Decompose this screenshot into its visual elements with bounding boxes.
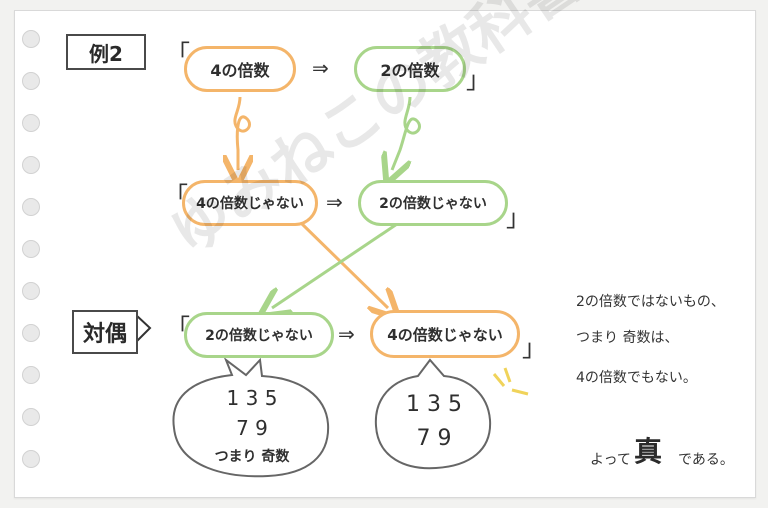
row3-left-pill: 2の倍数じゃない [184,312,334,358]
bubble-right-line1: 1 3 5 [406,392,462,417]
swap-arrow-green [272,220,401,308]
binder-hole [22,30,40,48]
swap-arrow-orange [298,220,388,308]
speech-bubble-right [374,358,492,470]
row3-right-text: 4の倍数じゃない [387,325,503,344]
binder-hole [22,366,40,384]
binder-hole [22,240,40,258]
bubble-right-line2: 7 9 [416,426,452,451]
close-bracket: 」 [522,334,546,362]
contrapositive-pointer [135,314,152,343]
conclusion-post: である。 [678,452,734,468]
row2-left-pill: 4の倍数じゃない [182,180,318,226]
binder-hole [22,282,40,300]
binder-hole [22,72,40,90]
speech-bubble-left [172,357,330,478]
row1-implies-arrow: ⇒ [312,56,329,80]
binder-hole [22,324,40,342]
row1-right-text: 2の倍数 [380,61,440,80]
bubble-left-line1: 1 3 5 [226,386,278,410]
close-bracket: 」 [466,66,490,94]
contrapositive-label: 対偶 [72,310,138,354]
row3-left-text: 2の倍数じゃない [205,328,313,344]
binder-hole [22,450,40,468]
binder-hole [22,114,40,132]
note-line3: 4の倍数でもない。 [576,370,697,386]
sparkle-lines [492,367,529,396]
row3-implies-arrow: ⇒ [338,322,355,346]
close-bracket: 」 [506,204,530,232]
binder-hole [22,198,40,216]
row3-right-pill: 4の倍数じゃない [370,310,520,358]
conclusion-true: 真 [634,435,663,468]
negation-arrow-orange [235,96,250,170]
binder-hole [22,156,40,174]
note-line2: つまり 奇数は、 [576,330,679,346]
example-label: 例2 [66,34,146,70]
row1-left-text: 4の倍数 [210,61,270,80]
bubble-left-line3: つまり 奇数 [214,449,290,465]
row2-right-text: 2の倍数じゃない [379,196,487,212]
row2-right-pill: 2の倍数じゃない [358,180,508,226]
row1-left-pill: 4の倍数 [184,46,296,92]
example-label-text: 例2 [89,41,123,66]
row1-right-pill: 2の倍数 [354,46,466,92]
note-line1: 2の倍数ではないもの、 [576,294,725,310]
row2-implies-arrow: ⇒ [326,190,343,214]
conclusion-pre: よって [590,452,631,468]
binder-holes [22,30,48,480]
contrapositive-label-text: 対偶 [82,322,127,347]
binder-hole [22,408,40,426]
negation-arrow-green [392,96,421,170]
bubble-left-line2: 7 9 [236,416,268,440]
row2-left-text: 4の倍数じゃない [196,196,304,212]
